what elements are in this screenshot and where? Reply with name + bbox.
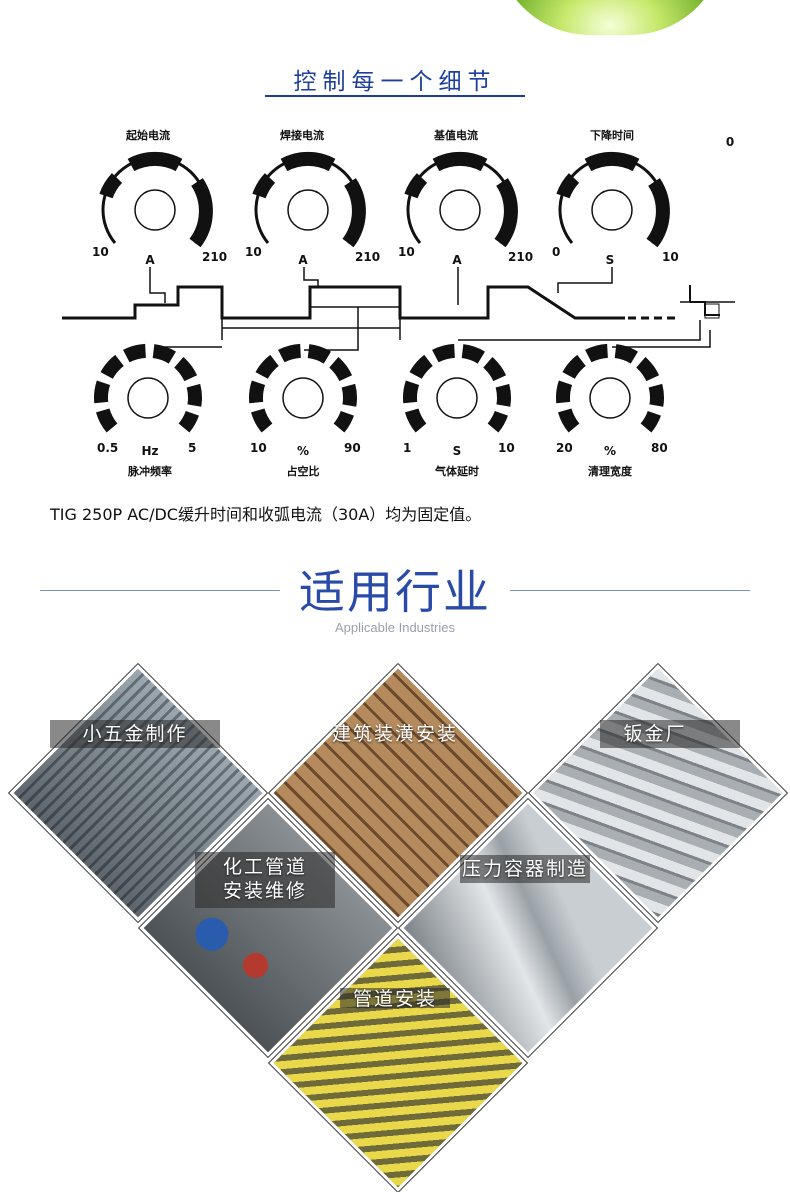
industry-tile-pipe-install[interactable]: 管道安装	[269, 934, 527, 1192]
knob-bottom-2-max: 90	[344, 441, 361, 455]
knob-bottom-3-label: 气体延时	[434, 464, 479, 478]
knob-top-1-label: 起始电流	[125, 128, 170, 142]
section-title-details: 控制每一个细节	[293, 69, 497, 95]
knob-top-4-unit: S	[606, 253, 615, 267]
industries-rule-right	[510, 590, 750, 591]
industry-tile-sheetmetal[interactable]: 钣金厂	[529, 664, 787, 922]
knob-bottom-2-unit: %	[297, 444, 309, 458]
knob-bottom-2-label: 占空比	[287, 464, 320, 478]
knob-bottom-2	[249, 343, 357, 433]
tile-label-pipe-install: 管道安装	[352, 988, 437, 1010]
tile-band-pressure-vessel	[460, 855, 590, 883]
knob-top-4-max: 10	[662, 250, 679, 264]
knob-bottom-4-label: 清理宽度	[588, 464, 633, 478]
knob-bottom-3	[403, 343, 511, 433]
knob-top-1-min: 10	[92, 245, 109, 259]
industry-tile-construction[interactable]: 建筑装潢安装	[269, 664, 527, 922]
knob-bottom-3-min: 1	[403, 441, 411, 455]
knob-top-3-max: 210	[508, 250, 533, 264]
knob-bottom-3-max: 10	[498, 441, 515, 455]
industry-tile-chemical-pipe[interactable]: 化工管道 安装维修	[139, 799, 397, 1057]
tile-label-sheetmetal: 钣金厂	[623, 723, 687, 745]
knob-bottom-1-min: 0.5	[97, 441, 118, 455]
knob-top-4-min: 0	[552, 245, 560, 259]
industry-tile-hardware[interactable]: 小五金制作	[9, 664, 267, 922]
tile-label-chemical-pipe-1: 化工管道	[222, 856, 307, 878]
tile-photo-pipe-install	[269, 934, 527, 1192]
knob-bottom-4-min: 20	[556, 441, 573, 455]
tile-label-hardware: 小五金制作	[82, 723, 188, 745]
knob-top-1-max: 210	[202, 250, 227, 264]
clean-width-block	[704, 303, 720, 319]
knob-bottom-1-label: 脉冲频率	[127, 464, 172, 478]
knob-top-3-label: 基值电流	[433, 128, 478, 142]
knob-bottom-4-max: 80	[651, 441, 668, 455]
decorative-orb-image	[495, 0, 725, 35]
fixed-value-note: TIG 250P AC/DC缓升时间和收弧电流（30A）均为固定值。	[50, 505, 482, 524]
knob-bottom-3-unit: S	[453, 444, 462, 458]
current-waveform	[62, 267, 735, 351]
tile-band-chemical-pipe	[195, 852, 335, 908]
knob-top-2-unit: A	[298, 253, 308, 267]
knob-top-4-label: 下降时间	[590, 128, 634, 142]
section-title-underline	[265, 95, 525, 97]
tile-band-hardware	[50, 720, 220, 748]
knob-top-1	[99, 151, 213, 248]
industries-title: 适用行业	[299, 565, 491, 619]
tile-label-construction: 建筑装潢安装	[331, 723, 458, 745]
knob-top-2	[252, 151, 366, 248]
industries-subtitle: Applicable Industries	[335, 620, 455, 635]
industry-tile-pressure-vessel[interactable]: 压力容器制造	[399, 799, 657, 1057]
tile-band-sheetmetal	[600, 720, 740, 748]
knob-bottom-1	[94, 343, 202, 433]
knob-bottom-1-unit: Hz	[141, 444, 158, 458]
knob-bottom-4	[556, 343, 664, 433]
corner-zero-value: 0	[726, 135, 734, 149]
knob-bottom-2-min: 10	[250, 441, 267, 455]
knob-top-1-unit: A	[145, 253, 155, 267]
knob-top-3-unit: A	[452, 253, 462, 267]
knob-bottom-1-max: 5	[188, 441, 196, 455]
control-diagram: 起始电流 焊接电流 基值电流 下降时间 0 10 A 210 10 A 210 …	[62, 128, 735, 478]
knob-top-4	[556, 151, 670, 248]
tile-label-pressure-vessel: 压力容器制造	[461, 858, 588, 880]
tile-label-chemical-pipe-2: 安装维修	[222, 880, 307, 902]
knob-top-2-min: 10	[245, 245, 262, 259]
industries-rule-left	[40, 590, 280, 591]
knob-top-2-label: 焊接电流	[280, 128, 324, 142]
knob-top-3	[404, 151, 518, 248]
knob-bottom-4-unit: %	[604, 444, 616, 458]
knob-top-3-min: 10	[398, 245, 415, 259]
knob-top-2-max: 210	[355, 250, 380, 264]
